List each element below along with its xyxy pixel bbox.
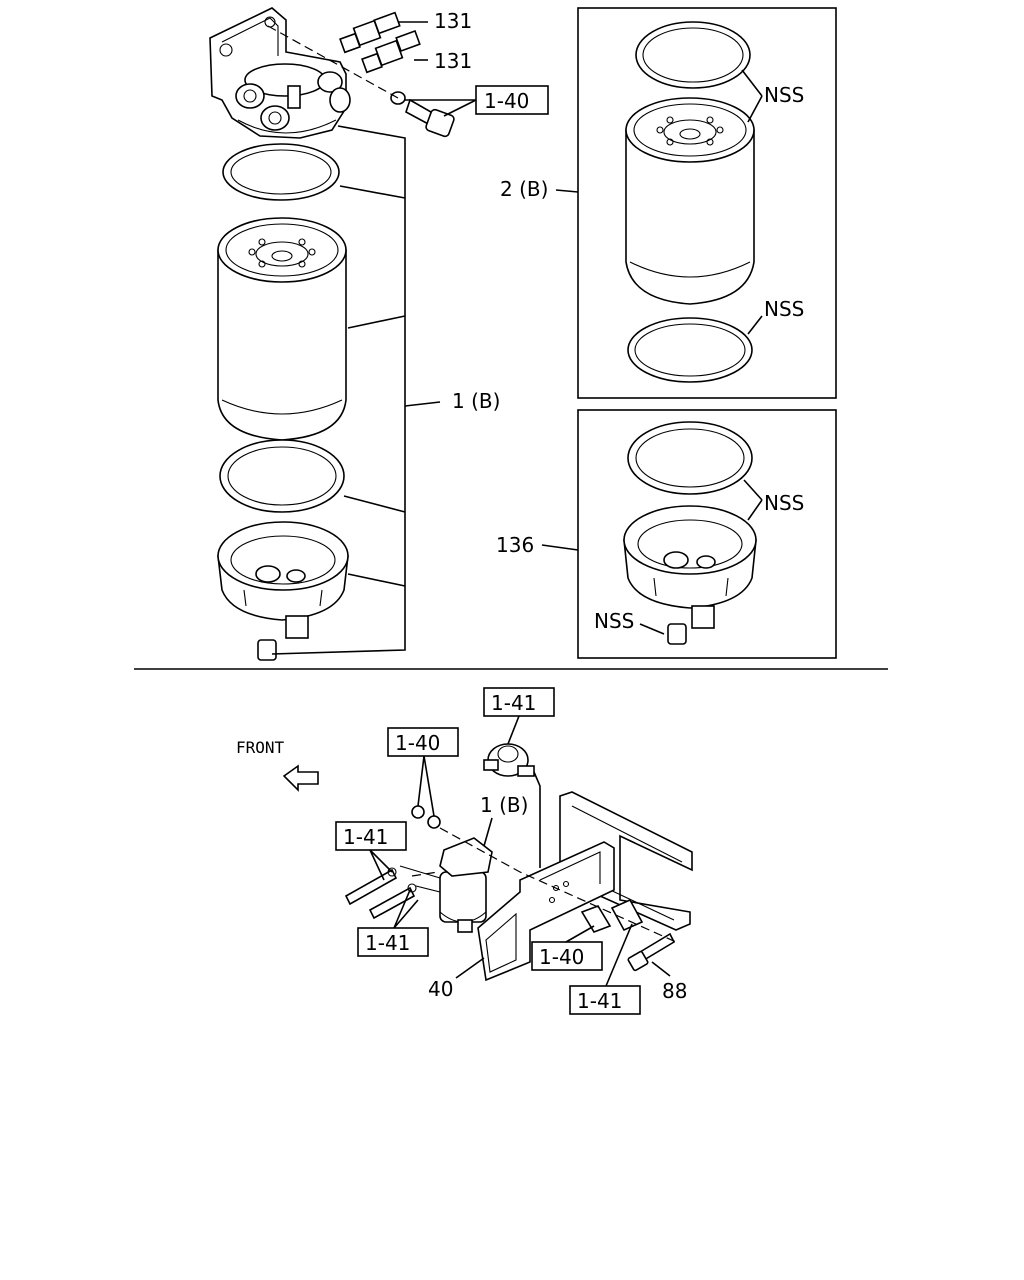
label-bolt-88: 88 [662, 979, 687, 1003]
ref-box-bolt-bottom [569, 985, 641, 1015]
priming-pump [483, 743, 541, 868]
label-front: FRONT [236, 738, 285, 757]
kit-oring-upper [635, 21, 751, 89]
filter-element [217, 217, 347, 441]
kit-element [625, 97, 755, 305]
filter-bowl [217, 521, 349, 639]
label-bolt-ref-mid: 1-40 [539, 945, 584, 969]
label-bolt-ref-bottom: 1-41 [577, 989, 622, 1013]
label-nss-element-lower: NSS [764, 297, 804, 321]
label-element-kit: 2 (B) [500, 177, 548, 201]
oring-lower [219, 439, 345, 513]
label-filter-small: 1 (B) [480, 793, 528, 817]
label-bracket: 40 [428, 977, 453, 1001]
kit-bowl [623, 505, 757, 629]
front-arrow-icon [282, 764, 319, 792]
label-bowl-kit: 136 [496, 533, 534, 557]
alignment-line-2 [411, 871, 439, 877]
fitting-upper-part [339, 11, 401, 54]
kit-bowl-oring [627, 421, 753, 495]
label-washer-ref: 1-40 [395, 731, 440, 755]
filter-head [209, 7, 351, 139]
ref-box-washer [387, 727, 459, 757]
label-nss-bowl-ring: NSS [764, 491, 804, 515]
label-nss-bowl-plug: NSS [594, 609, 634, 633]
fitting-lower-part [361, 29, 421, 74]
label-hose-ref-upper: 1-41 [343, 825, 388, 849]
label-filter-assembly: 1 (B) [452, 389, 500, 413]
alignment-line-1 [439, 827, 677, 943]
filter-installed [439, 837, 493, 933]
kit-oring-lower [627, 317, 753, 383]
label-fitting-upper: 131 [434, 9, 472, 33]
oring-upper [222, 143, 340, 201]
drain-plug [257, 639, 277, 661]
ref-box-bolt-top [475, 85, 549, 115]
assembly-leaders [271, 125, 441, 655]
ref-box-hose-lower [357, 927, 429, 957]
kit-drain-plug [667, 623, 687, 645]
bolt-axis-line [267, 25, 399, 99]
label-nss-element-upper: NSS [764, 83, 804, 107]
washers [411, 805, 441, 829]
label-bolt-ref-top: 1-40 [484, 89, 529, 113]
label-fitting-lower: 131 [434, 49, 472, 73]
ref-box-bolt-mid [531, 941, 603, 971]
mounting-bracket [477, 841, 615, 982]
label-hose-ref-lower: 1-41 [365, 931, 410, 955]
label-pump-ref: 1-41 [491, 691, 536, 715]
bolts-installation [580, 898, 676, 972]
